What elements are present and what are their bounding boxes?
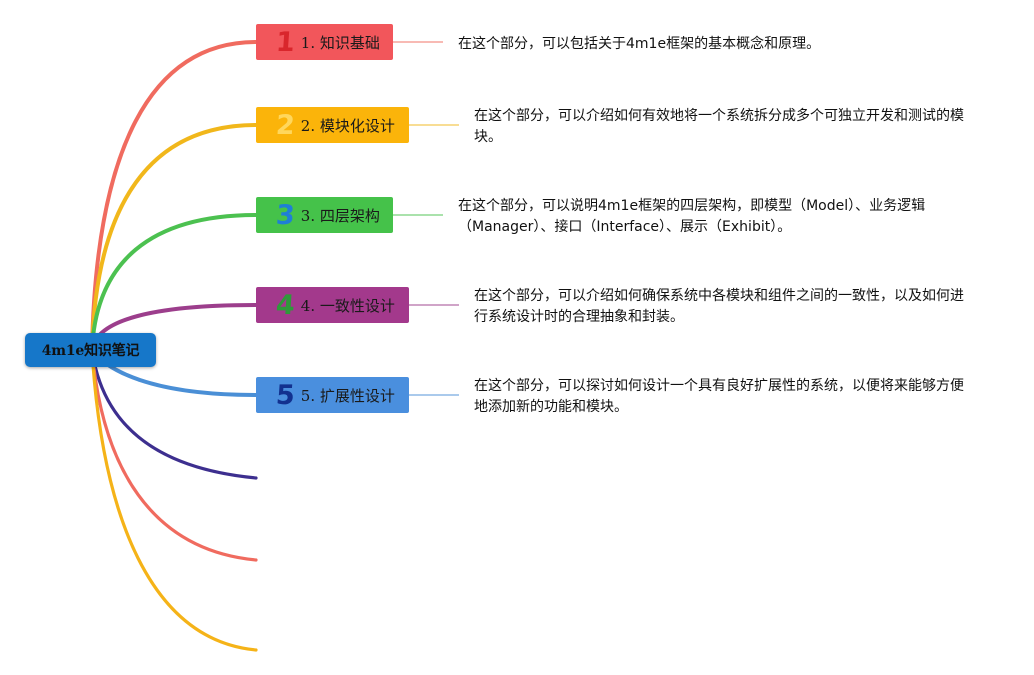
branch-node-label: 2. 模块化设计 (300, 116, 395, 135)
root-node-label: 4m1e知识笔记 (41, 343, 140, 359)
number-icon: 2 (274, 109, 296, 141)
number-icon: 4 (274, 289, 296, 321)
branch-node-label: 4. 一致性设计 (300, 296, 395, 315)
branch-connector-2 (90, 123, 258, 352)
branch-description-3[interactable]: 在这个部分，可以说明4m1e框架的四层架构，即模型（Model）、业务逻辑（Ma… (458, 198, 926, 235)
branch-node-label: 5. 扩展性设计 (300, 386, 395, 405)
branch-connector-empty-2 (90, 348, 258, 562)
number-icon: 5 (274, 379, 296, 411)
branch-connector-1 (90, 40, 258, 352)
number-icon: 1 (274, 26, 296, 58)
branch-connector-3 (90, 213, 258, 352)
branch-node-label: 3. 四层架构 (300, 206, 380, 225)
branch-connector-empty-1 (90, 348, 258, 480)
branch-connector-empty-3 (90, 348, 258, 652)
branch-description-5[interactable]: 在这个部分，可以探讨如何设计一个具有良好扩展性的系统，以便将来能够方便地添加新的… (474, 378, 964, 415)
number-icon: 3 (274, 199, 296, 231)
root-node[interactable]: 4m1e知识笔记 (25, 333, 156, 367)
branch-description-1[interactable]: 在这个部分，可以包括关于4m1e框架的基本概念和原理。 (458, 36, 821, 52)
branch-description-2[interactable]: 在这个部分，可以介绍如何有效地将一个系统拆分成多个可独立开发和测试的模块。 (474, 108, 964, 145)
branch-node-label: 1. 知识基础 (300, 33, 380, 52)
branch-description-4[interactable]: 在这个部分，可以介绍如何确保系统中各模块和组件之间的一致性，以及如何进行系统设计… (474, 288, 964, 325)
